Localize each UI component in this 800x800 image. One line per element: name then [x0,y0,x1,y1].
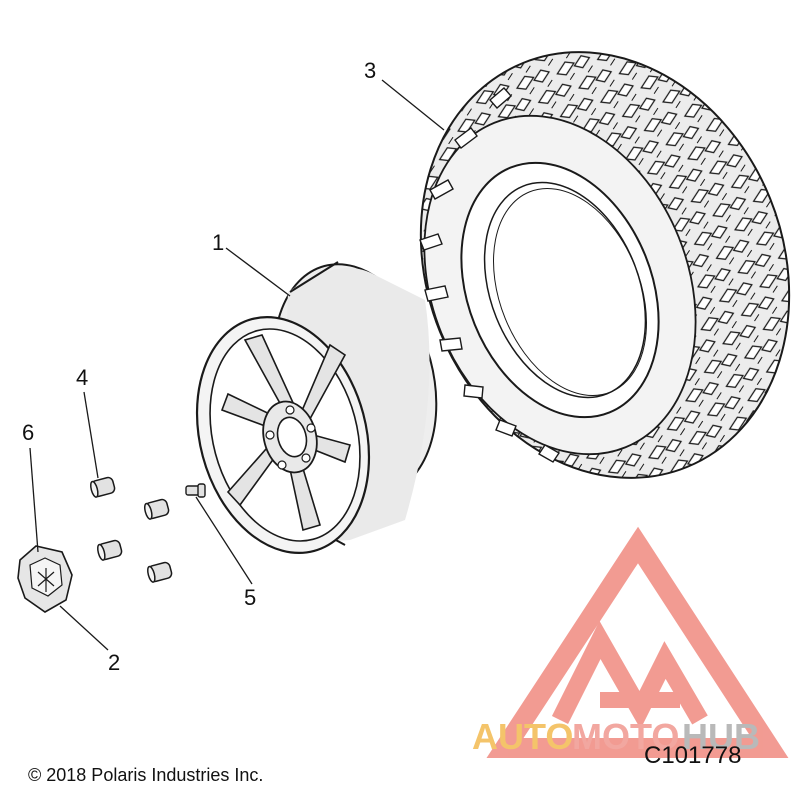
wheel-rim [195,261,438,554]
lug-nuts [89,476,173,583]
valve-stem [185,483,206,498]
center-cap [17,545,73,613]
tire [419,51,791,479]
watermark-logo [486,526,789,758]
callout-3: 3 [364,58,377,83]
watermark-text-hub: HUB [682,716,760,757]
watermark-text-auto: AUTO [472,716,574,757]
leader-lines [29,79,445,651]
callout-6: 6 [22,420,35,445]
diagram-number: C101778 [644,742,742,769]
watermark-text-moto: MOTO [572,716,680,757]
callout-1: 1 [212,230,225,255]
copyright-notice: © 2018 Polaris Industries Inc. [28,765,264,785]
callout-4: 4 [76,365,89,390]
callout-5: 5 [244,585,257,610]
callout-2: 2 [108,650,121,675]
